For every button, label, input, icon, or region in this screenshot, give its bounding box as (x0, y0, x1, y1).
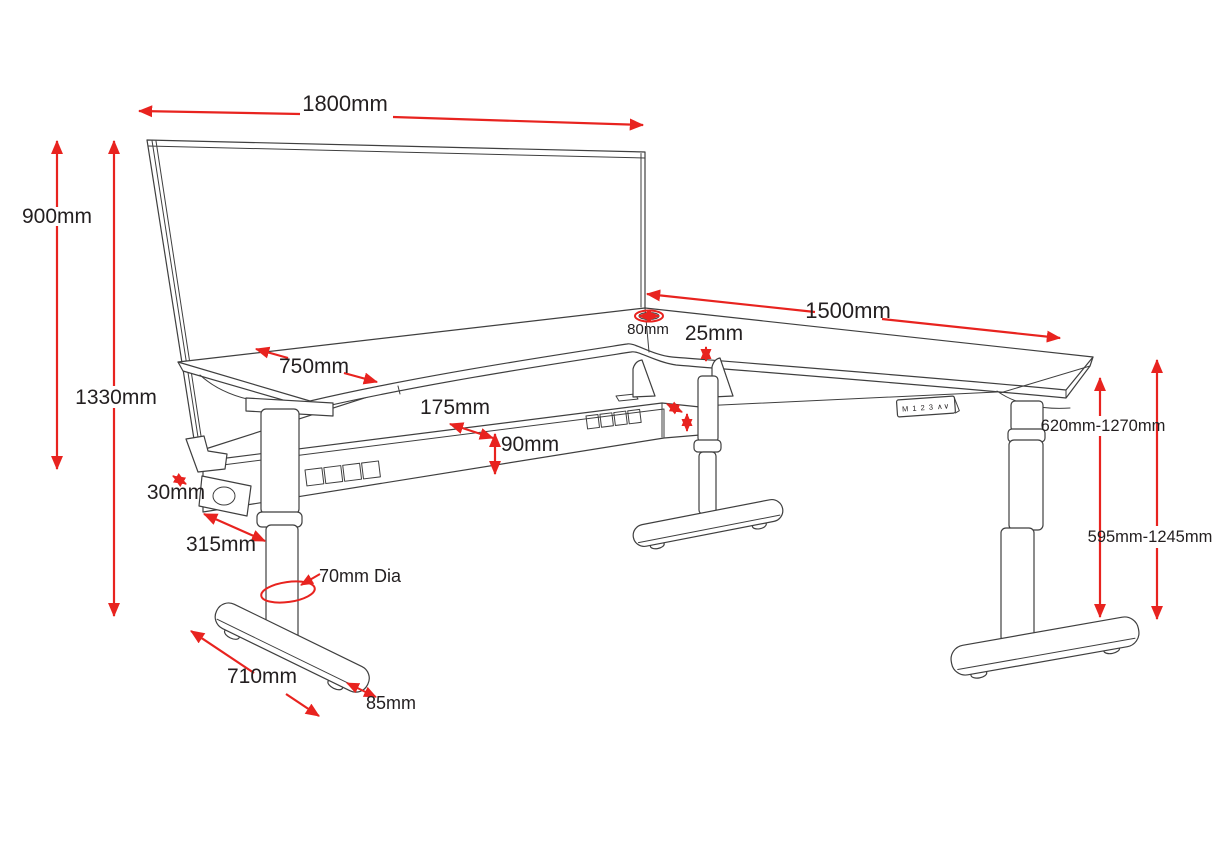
total-height-label: 1330mm (75, 386, 157, 409)
foot-height-label: 85mm (366, 693, 416, 713)
dim-1500-arrow (645, 289, 1062, 343)
foot-length-label: 710mm (227, 665, 297, 688)
handset-buttons-label: M 1 2 3 ∧∨ (902, 401, 951, 413)
beam-depth-label: 175mm (420, 396, 490, 419)
beam-height-label: 90mm (501, 433, 559, 456)
corner-leg (632, 375, 784, 550)
right-leg (950, 390, 1140, 679)
dim-corner-depth-arrow (666, 401, 683, 415)
left-leg (199, 374, 370, 693)
dimension-arrows (50, 105, 1164, 717)
corner-foot (632, 498, 784, 550)
grommet-width-label: 80mm (627, 321, 669, 338)
privacy-screen (146, 139, 646, 453)
frame-height-range-label: 595mm-1245mm (1088, 528, 1213, 546)
dim-70dia (260, 573, 321, 604)
dim-175-arrow (448, 422, 495, 440)
screen-height-label: 900mm (22, 205, 92, 228)
desktop (177, 307, 1094, 410)
bracket-width-label: 315mm (186, 533, 256, 556)
corner-brackets (632, 357, 734, 398)
height-control-handset: M 1 2 3 ∧∨ (895, 395, 960, 418)
cable-outlet-slots-right (585, 408, 642, 430)
dim-30-arrow (172, 473, 187, 487)
dim-315-arrow (202, 512, 267, 543)
desk-height-range-label: 620mm-1270mm (1041, 417, 1166, 435)
screen-bracket (185, 435, 252, 517)
top-thickness-label: 25mm (685, 322, 743, 345)
dim-1800-arrow (137, 105, 645, 131)
dim-80-arrow (634, 309, 664, 323)
dim-750-arrow (254, 346, 379, 385)
dim-85-arrow (346, 682, 377, 698)
screen-thickness-label: 30mm (147, 481, 205, 504)
desk-depth-label: 750mm (279, 355, 349, 378)
dimension-labels: 1800mm 900mm 1330mm 1500mm 80mm 25mm 750… (22, 91, 1212, 713)
leg-diameter-label: 70mm Dia (319, 566, 402, 586)
dim-710-arrow (190, 630, 320, 717)
cable-outlet-slots-left (304, 460, 381, 487)
return-length-label: 1500mm (805, 298, 891, 323)
screen-width-label: 1800mm (302, 91, 388, 116)
right-foot (950, 616, 1140, 679)
